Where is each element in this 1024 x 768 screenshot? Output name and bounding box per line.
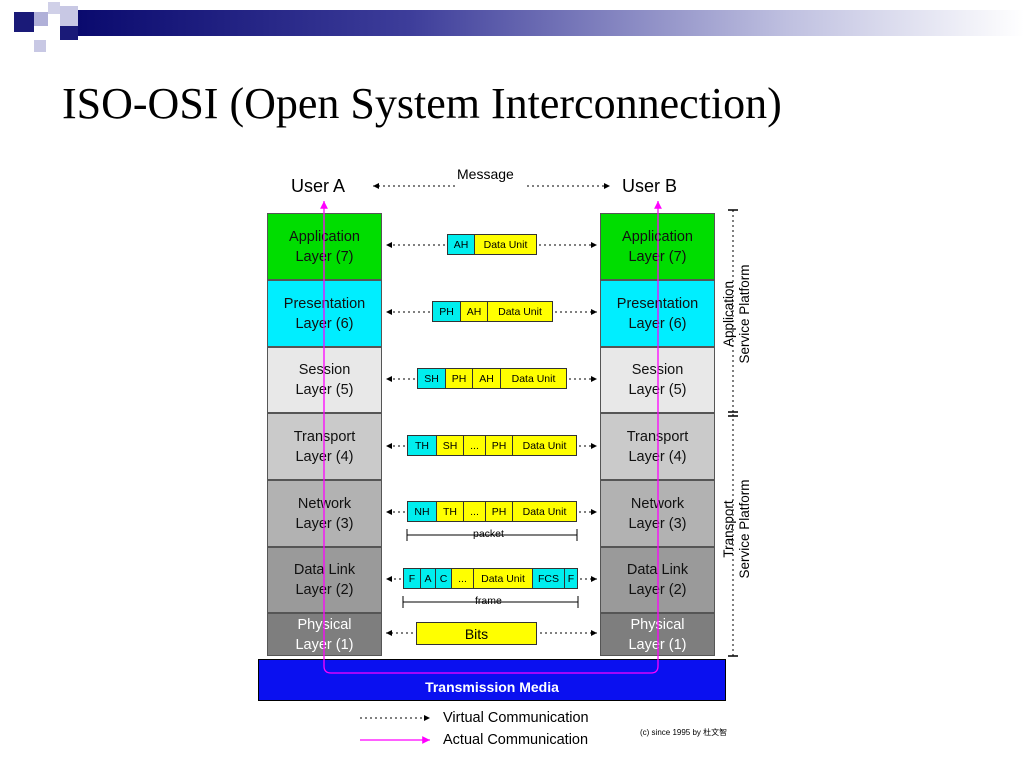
- packet-bits: Bits: [416, 622, 537, 645]
- packet-network: NH TH ... PH Data Unit: [407, 501, 577, 522]
- packet-cell-data: Data Unit: [474, 235, 536, 254]
- layer-physical-right: Physical Layer (1): [600, 613, 715, 656]
- logo-square-light: [34, 12, 48, 26]
- logo-square-light: [34, 40, 46, 52]
- packet-transport: TH SH ... PH Data Unit: [407, 435, 577, 456]
- packet-cell-data: Data Unit: [512, 436, 576, 455]
- packet-cell-data: Data Unit: [512, 502, 576, 521]
- packet-cell-ellipsis: ...: [463, 436, 485, 455]
- layer-application-right: Application Layer (7): [600, 213, 715, 280]
- layer-application-left: Application Layer (7): [267, 213, 382, 280]
- packet-cell-address: A: [420, 569, 435, 588]
- packet-cell-header: AH: [448, 235, 474, 254]
- packet-datalink: F A C ... Data Unit FCS F: [403, 568, 578, 589]
- packet-cell-header: PH: [485, 436, 512, 455]
- layer-datalink-right: Data Link Layer (2): [600, 547, 715, 613]
- user-b-label: User B: [622, 176, 678, 196]
- transport-platform-line2: Service Platform: [737, 479, 752, 579]
- packet-cell-header: PH: [445, 369, 472, 388]
- logo-square-light: [48, 2, 60, 14]
- packet-cell-data: Data Unit: [487, 302, 552, 321]
- packet-cell-header: AH: [472, 369, 500, 388]
- layer-network-left: Network Layer (3): [267, 480, 382, 547]
- packet-cell-bits: Bits: [417, 623, 536, 644]
- layer-network-right: Network Layer (3): [600, 480, 715, 547]
- packet-cell-data: Data Unit: [500, 369, 566, 388]
- packet-cell-fcs: FCS: [532, 569, 564, 588]
- layer-session-right: Session Layer (5): [600, 347, 715, 413]
- packet-cell-header: TH: [436, 502, 463, 521]
- packet-span-label: packet: [471, 528, 506, 540]
- packet-session: SH PH AH Data Unit: [417, 368, 567, 389]
- packet-cell-header: PH: [485, 502, 512, 521]
- packet-cell-header: SH: [418, 369, 445, 388]
- logo-square-light: [60, 6, 78, 26]
- transport-platform-label: Transport Service Platform: [721, 459, 755, 599]
- logo-square-navy: [60, 26, 78, 40]
- layer-physical-left: Physical Layer (1): [267, 613, 382, 656]
- slide-title: ISO-OSI (Open System Interconnection): [62, 79, 782, 128]
- packet-presentation: PH AH Data Unit: [432, 301, 553, 322]
- application-platform-line1: Application: [721, 280, 736, 348]
- packet-application: AH Data Unit: [447, 234, 537, 255]
- user-a-label: User A: [291, 176, 346, 196]
- layer-datalink-left: Data Link Layer (2): [267, 547, 382, 613]
- frame-span-label: frame: [473, 595, 504, 607]
- transmission-media-bar: Transmission Media: [258, 659, 726, 701]
- credit-text: (c) since 1995 by 杜文智: [640, 728, 728, 737]
- application-platform-line2: Service Platform: [737, 264, 752, 364]
- layer-transport-right: Transport Layer (4): [600, 413, 715, 480]
- packet-cell-ellipsis: ...: [451, 569, 473, 588]
- packet-cell-flag: F: [404, 569, 420, 588]
- legend-virtual-label: Virtual Communication: [443, 710, 589, 726]
- layer-presentation-left: Presentation Layer (6): [267, 280, 382, 347]
- layer-presentation-right: Presentation Layer (6): [600, 280, 715, 347]
- packet-cell-header: AH: [460, 302, 487, 321]
- packet-cell-data: Data Unit: [473, 569, 532, 588]
- packet-cell-header: SH: [436, 436, 463, 455]
- packet-cell-header: PH: [433, 302, 460, 321]
- layer-session-left: Session Layer (5): [267, 347, 382, 413]
- application-platform-label: Application Service Platform: [721, 244, 755, 384]
- layer-transport-left: Transport Layer (4): [267, 413, 382, 480]
- transport-platform-line1: Transport: [721, 500, 736, 558]
- packet-cell-header: NH: [408, 502, 436, 521]
- message-label: Message: [457, 166, 514, 182]
- legend-actual-label: Actual Communication: [443, 732, 589, 748]
- packet-cell-ellipsis: ...: [463, 502, 485, 521]
- logo-square-navy: [14, 12, 34, 32]
- header-gradient-bar: [78, 10, 1024, 36]
- packet-cell-header: TH: [408, 436, 436, 455]
- packet-cell-control: C: [435, 569, 451, 588]
- packet-cell-flag: F: [564, 569, 577, 588]
